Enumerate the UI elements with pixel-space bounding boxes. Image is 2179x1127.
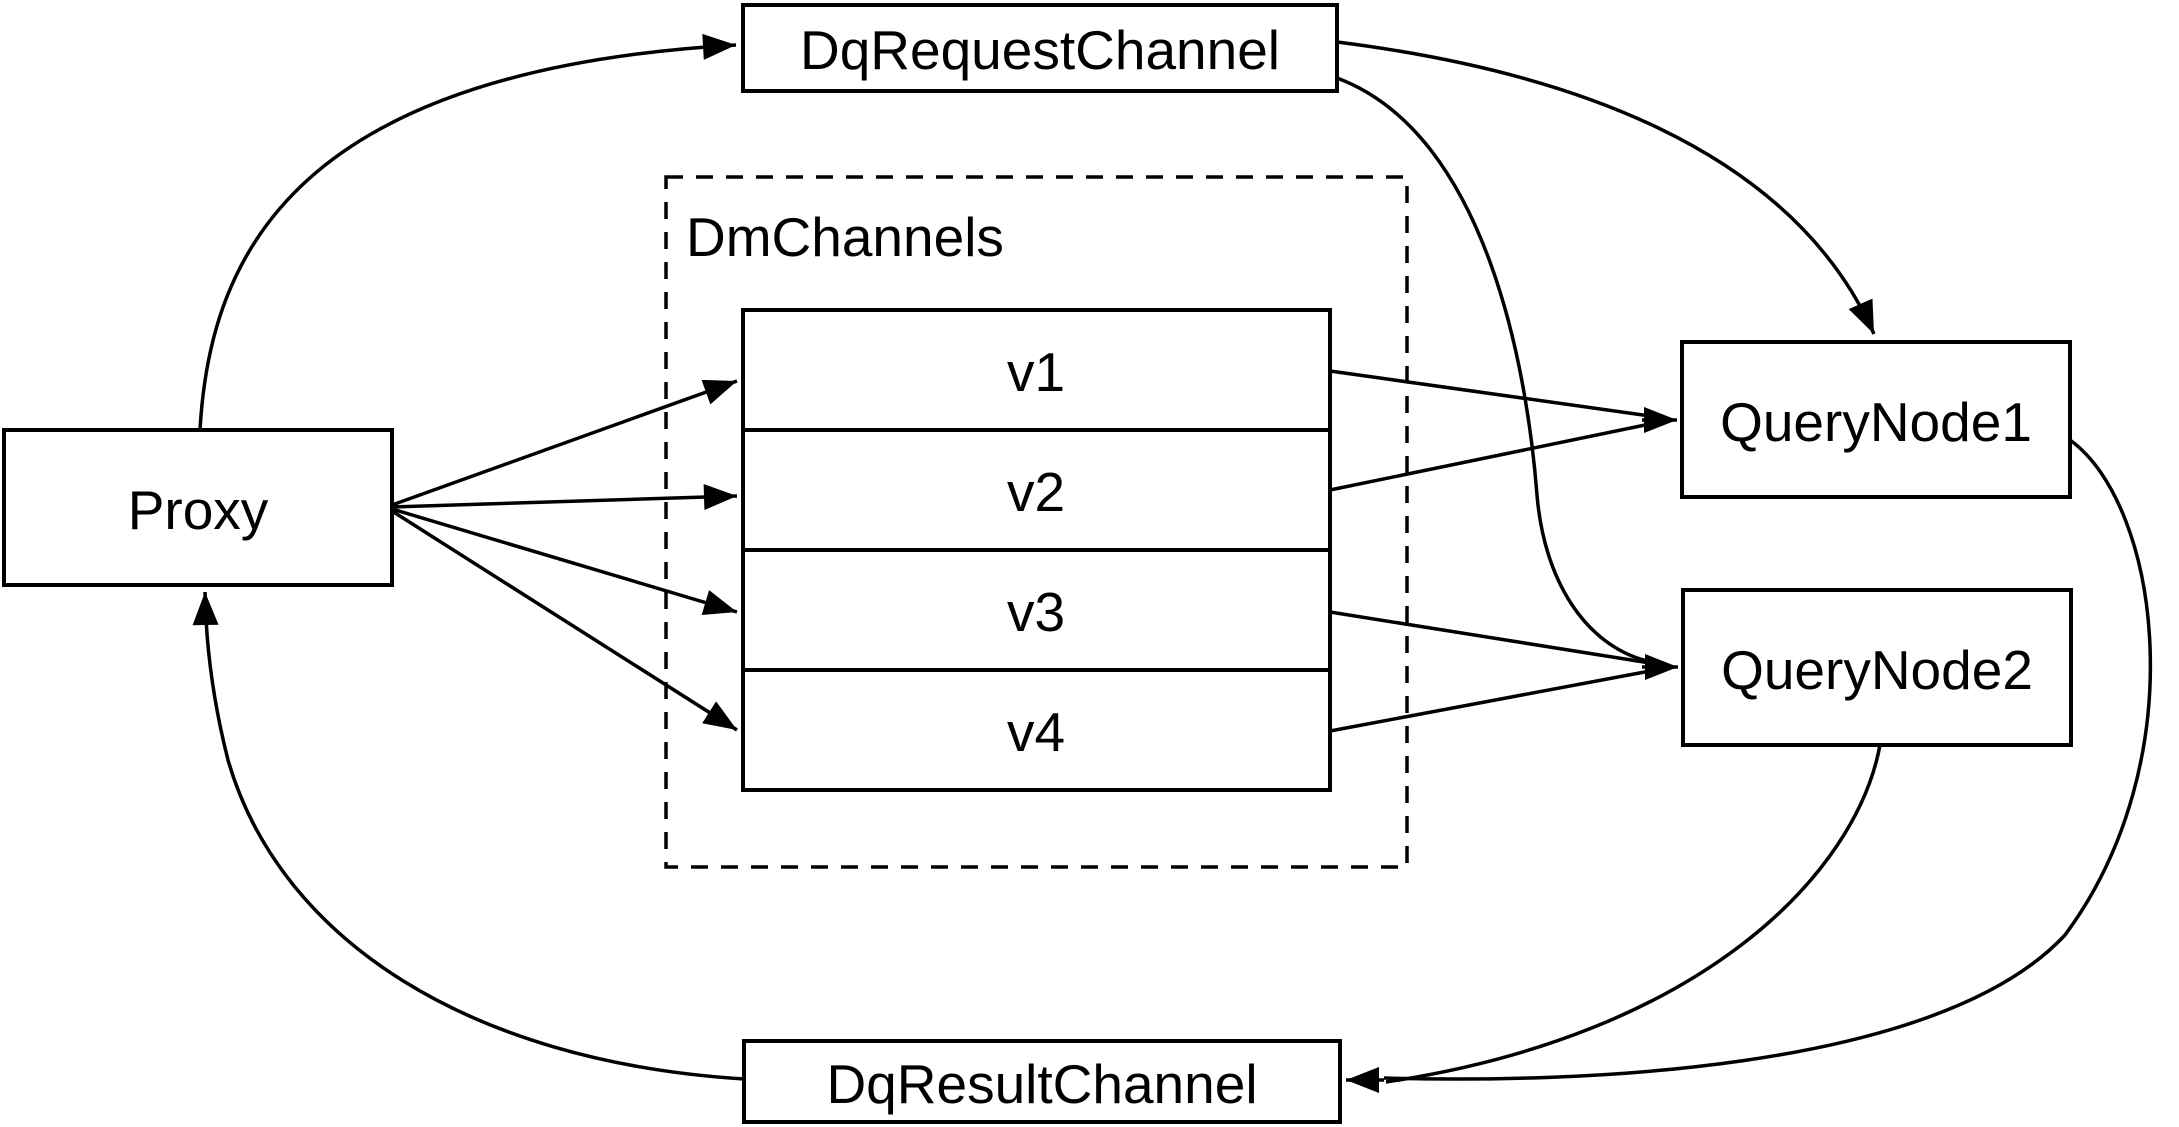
- arrow-proxy-to-v1: [391, 379, 738, 507]
- query-node1-node: QueryNode1: [1680, 340, 2072, 499]
- query-node2-box: [1681, 588, 2073, 747]
- arrow-proxy-to-v3: [391, 507, 738, 616]
- edge-querynode2-to-dqresultchannel: [1385, 744, 1882, 1084]
- dq-result-channel-box: [742, 1039, 1342, 1124]
- proxy-label: Proxy: [128, 479, 269, 541]
- channel-row-label-v3: v3: [1007, 581, 1065, 643]
- edge-proxy-to-dqrequestchannel: [198, 33, 737, 431]
- dq-request-channel-box: [741, 3, 1339, 93]
- channel-row-label-v2: v2: [1007, 461, 1065, 523]
- dm-channels-group-label: DmChannels: [686, 206, 1004, 268]
- dq-request-channel-label: DqRequestChannel: [800, 19, 1280, 81]
- edge-v2-to-querynode1: [1329, 422, 1651, 492]
- edge-v1-to-querynode1: [1329, 369, 1651, 418]
- query-node2-label: QueryNode2: [1721, 639, 2033, 701]
- arrow-proxy-to-v4: [391, 509, 738, 732]
- proxy-node: Proxy: [2, 428, 394, 587]
- edge-v4-to-querynode2: [1329, 669, 1651, 733]
- dq-result-channel-node: DqResultChannel: [742, 1039, 1342, 1124]
- query-node1-label: QueryNode1: [1720, 391, 2032, 453]
- edge-v3-to-querynode2: [1329, 610, 1651, 665]
- channel-row-label-v1: v1: [1007, 341, 1065, 403]
- query-node1-box: [1680, 340, 2072, 499]
- channel-row-label-v4: v4: [1007, 701, 1065, 763]
- edge-dqresultchannel-to-proxy: [192, 591, 745, 1081]
- edge-dqrequestchannel-to-querynode1: [1336, 40, 1876, 335]
- edge-querynode1-to-dqresultchannel: [1383, 438, 2153, 1081]
- query-node2-node: QueryNode2: [1681, 588, 2073, 747]
- dm-channels-group-border: [664, 175, 1409, 869]
- dq-request-channel-node: DqRequestChannel: [741, 3, 1339, 93]
- arrow-proxy-to-v2: [391, 484, 738, 511]
- edge-dqrequestchannel-to-querynode2: [1336, 76, 1648, 663]
- dq-result-channel-label: DqResultChannel: [826, 1053, 1257, 1115]
- proxy-box: [2, 428, 394, 587]
